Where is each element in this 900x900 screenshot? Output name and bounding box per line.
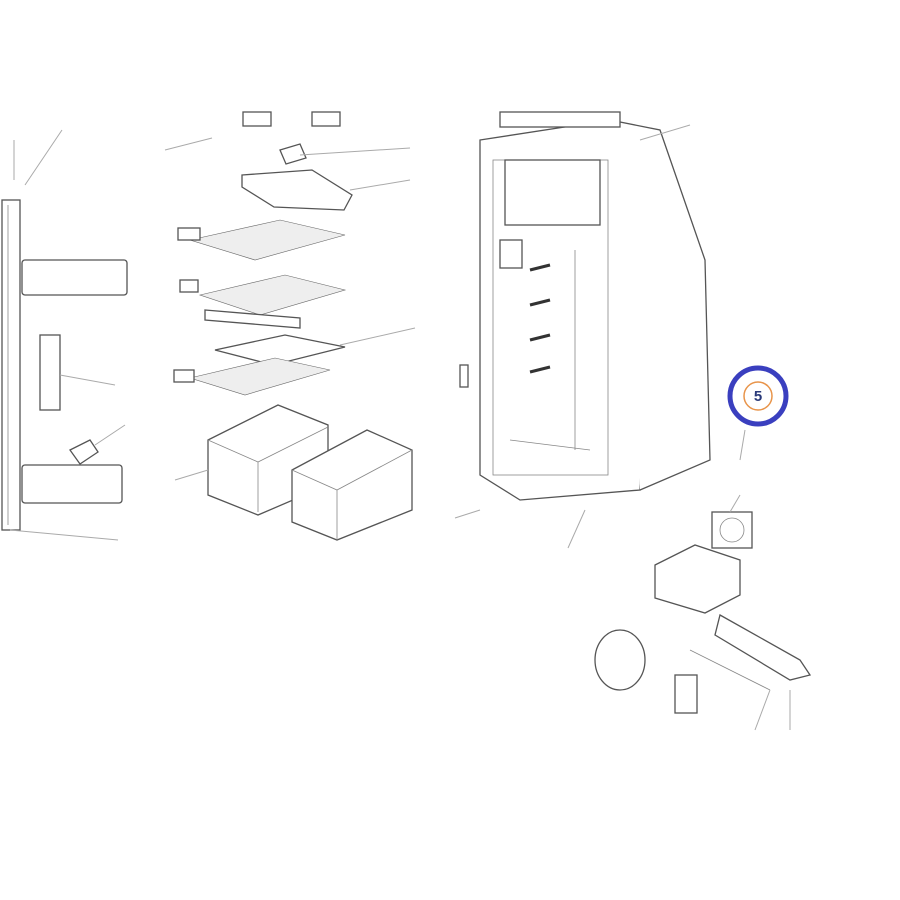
callout-ring-highlight [727, 365, 789, 427]
callout-inner-ring [743, 381, 773, 411]
cabinet-assembly [454, 111, 711, 549]
door-assembly [1, 129, 128, 541]
shelves-assembly [164, 111, 416, 541]
callout-label: 5 [754, 388, 762, 405]
compressor-assembly [594, 429, 812, 731]
callout-5[interactable]: 5 [727, 365, 789, 427]
